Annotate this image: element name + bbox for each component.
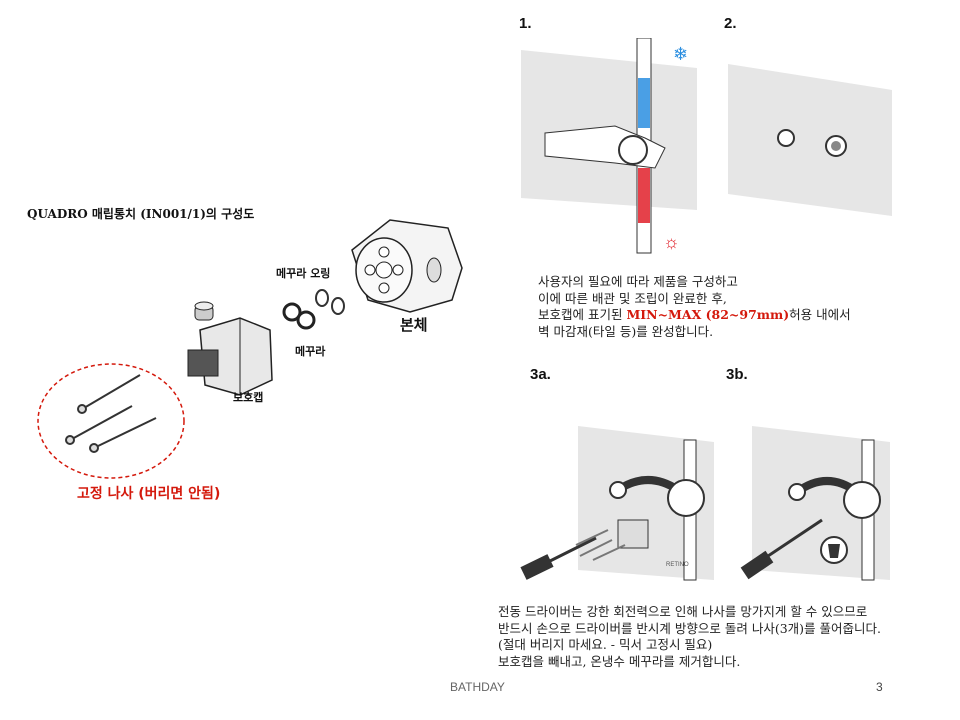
- paragraph-line: 전동 드라이버는 강한 회전력으로 인해 나사를 망가지게 할 수 있으므로: [498, 604, 868, 619]
- step-2-label: 2.: [724, 15, 737, 32]
- snowflake-icon: ❄: [673, 44, 688, 64]
- paragraph-line: 보호캡에 표기된 MIN~MAX (82~97mm)허용 내에서: [538, 307, 918, 324]
- plug-illustration: [194, 301, 214, 321]
- step-3b-illustration: [740, 426, 890, 581]
- text-segment: 보호캡에 표기된: [538, 307, 627, 322]
- paragraph-line: (절대 버리지 마세요. - 믹서 고정시 필요): [498, 637, 713, 652]
- sun-icon: ☼: [663, 232, 680, 252]
- step-3b-label: 3b.: [726, 366, 748, 383]
- page-number: 3: [876, 680, 883, 694]
- label-cartridge: 메꾸라: [295, 345, 326, 358]
- step-3a-illustration: RETINO: [520, 426, 714, 581]
- step-3a-label: 3a.: [530, 366, 551, 383]
- instruction-paragraph-1: 사용자의 필요에 따라 제품을 구성하고 이에 따른 배관 및 조립이 완료한 …: [538, 274, 918, 340]
- label-body: 본체: [400, 316, 428, 334]
- retino-label: RETINO: [666, 562, 689, 568]
- label-cartridge-oring: 메꾸라 오링: [276, 267, 331, 280]
- page-title: QUADRO 매립통치 (IN001/1)의 구성도: [27, 207, 255, 221]
- text-segment: 허용 내에서: [789, 307, 851, 322]
- parts-exploded-diagram: [37, 219, 463, 479]
- cold-pipe-segment: [638, 78, 650, 128]
- paragraph-line: 사용자의 필요에 따라 제품을 구성하고: [538, 274, 738, 289]
- label-protective-cap: 보호캡: [233, 391, 264, 404]
- step-2-illustration: [728, 64, 892, 216]
- body-part-illustration: [351, 219, 463, 313]
- step-1-label: 1.: [519, 15, 532, 32]
- o-ring-illustration: [315, 289, 345, 315]
- footer-brand: BATHDAY: [450, 680, 505, 694]
- cartridge-illustration: [282, 302, 316, 330]
- paragraph-line: 반드시 손으로 드라이버를 반시계 방향으로 돌려 나사(3개)를 풀어줍니다.: [498, 620, 881, 636]
- paragraph-line: 벽 마감재(타일 등)를 완성합니다.: [538, 323, 714, 339]
- screws-highlight-ellipse: [37, 363, 185, 479]
- screw-illustration: [65, 374, 157, 453]
- step-1-illustration: ❄ ☼: [521, 38, 697, 254]
- protective-cap-illustration: [187, 317, 273, 396]
- paragraph-line: 보호캡을 빼내고, 온냉수 메꾸라를 제거합니다.: [498, 653, 741, 669]
- paragraph-line: 이에 따른 배관 및 조립이 완료한 후,: [538, 290, 727, 306]
- label-fixed-screws: 고정 나사 (버리면 안됨): [77, 486, 221, 502]
- min-max-highlight: MIN~MAX (82~97mm): [626, 307, 790, 322]
- hot-pipe-segment: [638, 168, 650, 223]
- instruction-paragraph-2: 전동 드라이버는 강한 회전력으로 인해 나사를 망가지게 할 수 있으므로 반…: [498, 604, 948, 670]
